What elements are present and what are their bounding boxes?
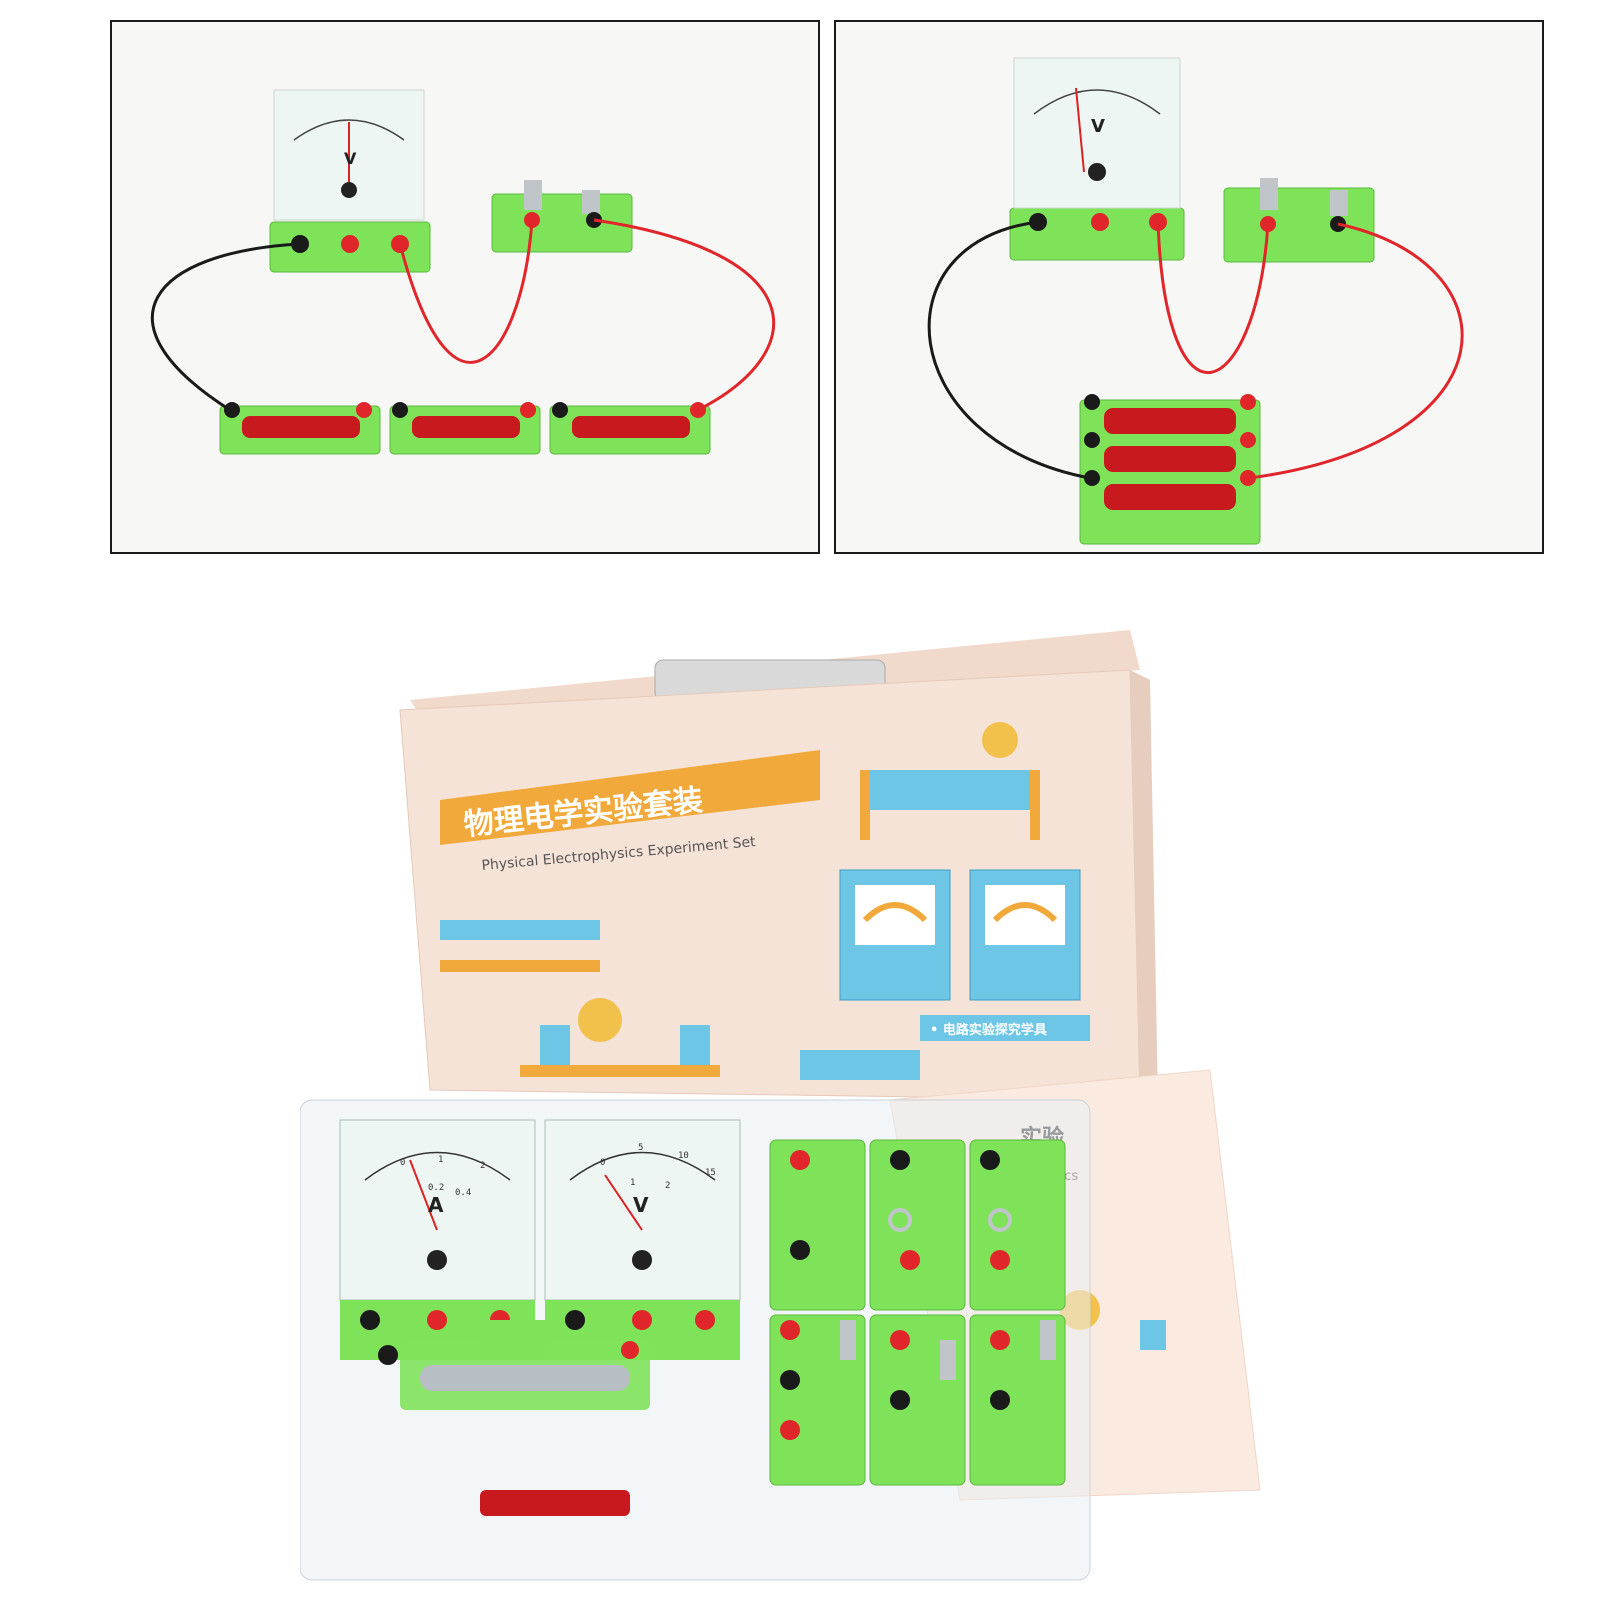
battery bbox=[480, 1490, 630, 1516]
parallel-circuit-panel: V bbox=[834, 20, 1544, 554]
black-wire bbox=[150, 242, 301, 412]
ammeter-tick-1: 1 bbox=[438, 1155, 443, 1165]
voltmeter: V bbox=[269, 89, 431, 273]
voltmeter-tick-5: 5 bbox=[638, 1143, 643, 1153]
battery-holders bbox=[219, 402, 711, 455]
series-circuit-illustration: V bbox=[150, 89, 776, 455]
voltmeter-label: V bbox=[1091, 116, 1105, 137]
red-wire-2 bbox=[1249, 222, 1464, 480]
box-tag bbox=[920, 1015, 1090, 1041]
experiment-kit-photo: 物理电学实验套装 Physical Electrophysics Experim… bbox=[300, 630, 1261, 1581]
voltmeter-label: V bbox=[344, 149, 357, 168]
voltmeter: V bbox=[1009, 57, 1185, 261]
parallel-circuit-illustration: V bbox=[927, 57, 1464, 545]
knife-switch bbox=[491, 180, 633, 253]
red-wire-2 bbox=[593, 218, 776, 412]
red-wire-1 bbox=[398, 219, 534, 364]
voltmeter-tick-10: 10 bbox=[678, 1151, 689, 1161]
voltmeter: V 0 5 10 15 1 2 bbox=[544, 1119, 741, 1360]
ammeter-tick-0.4: 0.4 bbox=[455, 1188, 471, 1198]
product-photo: 物理电学实验套装 Physical Electrophysics Experim… bbox=[300, 620, 1300, 1590]
ammeter-tick-2: 2 bbox=[480, 1161, 485, 1171]
title-banner bbox=[440, 750, 820, 845]
ammeter-tick-0.2: 0.2 bbox=[428, 1183, 444, 1193]
voltmeter-tick-2: 2 bbox=[665, 1181, 670, 1191]
component-blocks bbox=[769, 1139, 1066, 1486]
ammeter-tick-0: 0 bbox=[400, 1158, 405, 1168]
ammeter-label: A bbox=[428, 1193, 444, 1217]
red-wire-1 bbox=[1156, 221, 1270, 375]
voltmeter-tick-15: 15 bbox=[705, 1168, 716, 1178]
voltmeter-label: V bbox=[633, 1193, 649, 1217]
black-wire bbox=[927, 220, 1091, 480]
box-tag-text: • 电路实验探究学具 bbox=[930, 1022, 1047, 1038]
knife-switch bbox=[1223, 178, 1375, 263]
series-circuit-panel: V bbox=[110, 20, 820, 554]
voltmeter-tick-1: 1 bbox=[630, 1178, 635, 1188]
box-illustrations bbox=[440, 722, 1081, 1080]
stacked-battery-holders bbox=[1079, 394, 1261, 545]
sliding-rheostat bbox=[378, 1320, 650, 1516]
voltmeter-tick-0: 0 bbox=[600, 1158, 605, 1168]
